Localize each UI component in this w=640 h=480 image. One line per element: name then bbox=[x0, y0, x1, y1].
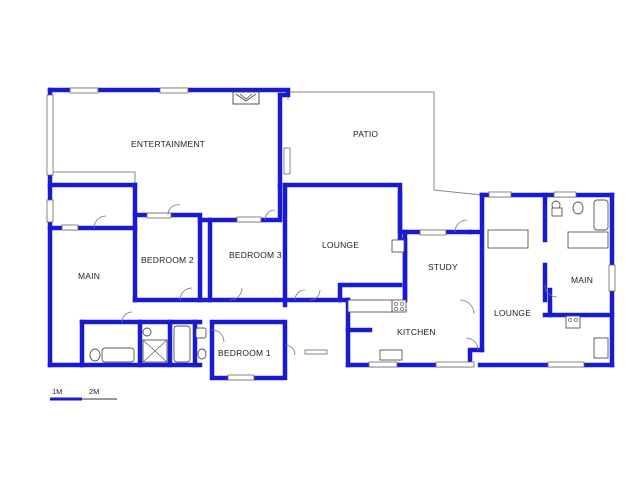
fireplace-icon bbox=[232, 91, 260, 105]
doors bbox=[93, 204, 558, 356]
patio-outline bbox=[288, 91, 483, 196]
exterior-walls bbox=[47, 87, 615, 368]
label-main-left: MAIN bbox=[78, 271, 100, 281]
interior-walls bbox=[47, 182, 615, 381]
entertainment-lower-outline bbox=[52, 171, 136, 186]
bathroom-fixtures bbox=[89, 199, 609, 363]
windows bbox=[46, 87, 616, 381]
label-main-right: MAIN bbox=[571, 275, 593, 285]
scale-label-1m: 1M bbox=[52, 387, 62, 396]
label-kitchen: KITCHEN bbox=[397, 327, 436, 337]
label-bedroom-2: BEDROOM 2 bbox=[141, 255, 194, 265]
label-study: STUDY bbox=[428, 262, 458, 272]
scale-bar: 1M 2M bbox=[50, 387, 117, 401]
room-labels: ENTERTAINMENT PATIO MAIN BEDROOM 2 BEDRO… bbox=[78, 129, 593, 358]
label-bedroom-1: BEDROOM 1 bbox=[218, 348, 271, 358]
kitchen-fixtures bbox=[347, 229, 609, 361]
label-entertainment: ENTERTAINMENT bbox=[131, 139, 205, 149]
label-bedroom-3: BEDROOM 3 bbox=[229, 250, 282, 260]
label-patio: PATIO bbox=[353, 129, 378, 139]
label-lounge-center: LOUNGE bbox=[322, 240, 359, 250]
scale-label-2m: 2M bbox=[89, 387, 99, 396]
label-lounge-right: LOUNGE bbox=[494, 308, 531, 318]
